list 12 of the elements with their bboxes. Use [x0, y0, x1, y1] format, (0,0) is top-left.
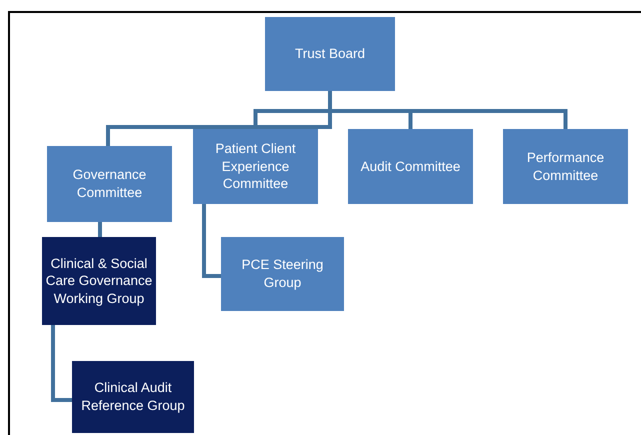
org-box: Trust Board: [265, 17, 395, 91]
org-box: Governance Committee: [47, 146, 172, 222]
connector-line: [51, 325, 72, 402]
org-box: Clinical & Social Care Governance Working Group: [42, 237, 156, 325]
org-box: Clinical Audit Reference Group: [72, 361, 194, 433]
connector-line: [328, 91, 568, 129]
connector-line: [98, 222, 102, 237]
org-box: PCE Steering Group: [221, 237, 344, 311]
org-box: Performance Committee: [503, 129, 628, 204]
org-box: Patient Client Experience Committee: [193, 129, 318, 204]
connector-line: [202, 204, 221, 278]
org-box: Audit Committee: [348, 129, 473, 204]
